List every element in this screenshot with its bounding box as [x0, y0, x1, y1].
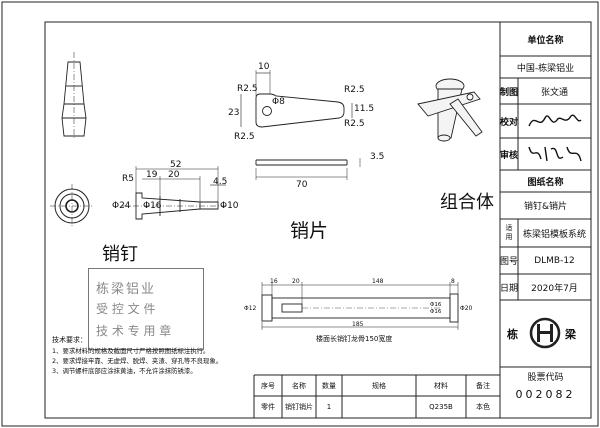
parts-header-material: 材料 — [434, 381, 448, 390]
tech-notes-heading: 技术要求： — [52, 336, 87, 344]
pin-dim-a: 19 — [146, 170, 158, 180]
tech-note-line: 3、调节螺杆底部应涂抹黄油，不允许涂抹防锈漆。 — [52, 367, 197, 375]
applicable-system: 栋梁铝模板系统 — [522, 229, 586, 240]
applicable-label: 适 用 — [500, 219, 518, 247]
parts-header-name: 名称 — [292, 381, 306, 390]
wedge-dim-r-br: R2.5 — [344, 119, 365, 129]
drawing-name: 销钉&销片 — [523, 202, 568, 212]
wedge-elevation — [240, 70, 361, 180]
parts-cell-qty: 1 — [326, 403, 332, 411]
parts-cell-spec — [342, 396, 416, 418]
wedge-dim-top: 10 — [258, 62, 270, 72]
wedge-dim-right: 11.5 — [354, 104, 375, 114]
pin-dim-total: 52 — [170, 160, 182, 170]
parts-header-qty: 数量 — [322, 381, 336, 390]
pin-plan-view — [122, 166, 226, 220]
unit-name-label: 单位名称 — [527, 35, 564, 46]
stock-code: 002082 — [515, 387, 576, 401]
unit-name: 中国-栋梁铝业 — [516, 63, 575, 74]
applicable-label-2: 用 — [505, 233, 513, 241]
date-value: 2020年7月 — [531, 283, 578, 294]
stamp-line-3: 技 术 专 用 章 — [96, 324, 172, 338]
inner-border — [44, 21, 592, 419]
wedge-view-title: 销片 — [290, 220, 329, 242]
wedge-dim-thick: 3.5 — [370, 152, 385, 162]
parts-header-spec: 规格 — [372, 381, 386, 390]
long-pin-dim-a: 16 — [270, 278, 278, 285]
wedge-dim-height: 23 — [228, 108, 240, 118]
pin-view-title: 销钉 — [102, 244, 138, 265]
long-pin-dim-b: 20 — [292, 278, 300, 285]
logo-right-text: 梁 — [565, 328, 576, 341]
parts-cell-remark: 本色 — [476, 403, 490, 411]
assembly-view-title: 组合体 — [440, 192, 494, 213]
parts-cell-name: 销钉销片 — [285, 403, 313, 411]
wedge-dim-r-tr: R2.5 — [344, 85, 365, 95]
long-pin-dim-d12: Φ12 — [244, 305, 257, 312]
long-pin-dim-c: 148 — [372, 278, 384, 285]
stock-code-label: 股票代码 — [527, 372, 564, 383]
stamp-line-2: 受 控 文 件 — [96, 302, 156, 316]
long-pin-dim-d: 8 — [451, 278, 455, 285]
parts-cell-no: 零件 — [261, 403, 275, 411]
parts-table-grid — [253, 374, 500, 418]
wedge-dim-r-bl: R2.5 — [234, 132, 255, 142]
wedge-dim-hole: Φ8 — [272, 97, 285, 107]
drawing-no-label: 图号 — [500, 257, 519, 267]
long-pin-dim-d20: Φ20 — [460, 305, 473, 312]
long-pin-dim-total: 185 — [352, 321, 364, 328]
pin-dim-d16: Φ16 — [143, 201, 162, 211]
long-pin-dim-d16b: Φ16 — [430, 309, 442, 315]
long-pin-elevation — [261, 282, 459, 330]
applicable-label-1: 适 — [505, 224, 513, 232]
drawing-name-label: 图纸名称 — [527, 177, 564, 188]
title-block-grid — [499, 22, 591, 418]
checker-signature — [518, 104, 591, 138]
pin-dim-b: 20 — [168, 170, 180, 180]
controlled-document-stamp — [88, 268, 204, 350]
wedge-dim-r-tl: R2.5 — [237, 84, 258, 94]
assembly-sketch — [417, 78, 483, 142]
date-label: 日期 — [500, 283, 519, 294]
drafter-name: 张文通 — [540, 87, 568, 98]
tech-note-line: 2、要求焊接牢靠、无虚焊、脱焊、夹渣、穿孔等不良现象。 — [52, 357, 223, 365]
wedge-dim-length: 70 — [296, 180, 308, 190]
reviewer-signature — [518, 138, 591, 170]
long-pin-dim-d16a: Φ16 — [430, 302, 442, 308]
parts-cell-material: Q235B — [429, 403, 453, 411]
logo-left-text: 栋 — [507, 328, 518, 341]
logo-mark — [529, 317, 561, 349]
pin-dim-d24: Φ24 — [112, 201, 131, 211]
checker-label: 校对 — [500, 117, 519, 128]
pin-dim-r5: R5 — [122, 174, 134, 184]
pin-end-view — [50, 184, 94, 228]
reviewer-label: 审核 — [500, 150, 519, 161]
stamp-line-1: 栋梁铝业 — [96, 282, 157, 297]
parts-header-no: 序号 — [261, 381, 275, 390]
pin-elevation — [61, 52, 87, 140]
drafter-label: 制图 — [500, 87, 519, 98]
long-pin-caption: 楼面长销钉龙骨150宽度 — [316, 335, 393, 343]
drawing-no: DLMB-12 — [534, 255, 575, 266]
pin-dim-c: 4.5 — [213, 177, 228, 187]
pin-dim-d10: Φ10 — [220, 201, 239, 211]
tech-note-line: 1、要求材料的规格及截面尺寸严格按照图纸标注执行。 — [52, 347, 210, 355]
parts-header-remark: 备注 — [476, 381, 490, 390]
